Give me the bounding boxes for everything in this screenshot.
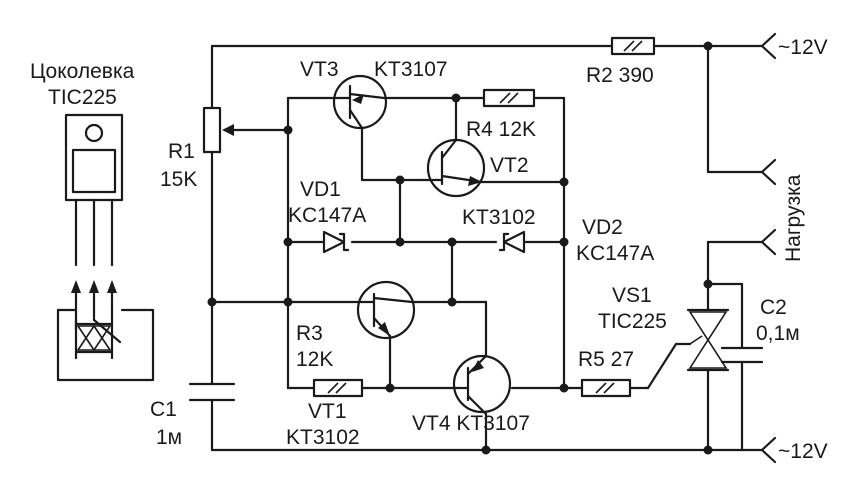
r1-ref: R1	[168, 140, 195, 163]
terminal-top	[760, 32, 777, 60]
terminal-top-label: ~12V	[778, 36, 828, 59]
capacitor-c1	[188, 382, 236, 402]
transistor-vt4	[450, 354, 512, 416]
vt3-type: KT3107	[374, 58, 448, 81]
pinout-title: Цоколевка	[30, 60, 135, 83]
vt2-ref: VT2	[490, 154, 529, 177]
r2-label: R2 390	[586, 64, 654, 87]
junction-dots	[207, 41, 713, 455]
c2-ref: C2	[760, 296, 787, 319]
c1-value: 1м	[156, 426, 182, 449]
load-label: Нагрузка	[782, 174, 805, 262]
resistor-r3	[312, 378, 364, 398]
r3-ref: R3	[296, 322, 323, 345]
zener-vd2	[498, 230, 526, 254]
to220-package-icon	[64, 113, 124, 267]
triac-vs1	[686, 308, 730, 372]
resistor-r4	[482, 88, 536, 108]
transistor-vt3	[332, 74, 388, 130]
c1-ref: C1	[150, 398, 177, 421]
transistor-vt1	[356, 280, 416, 340]
r3-value: 12K	[296, 348, 333, 371]
triac-symbol-icon	[56, 308, 155, 382]
vd2-ref: VD2	[582, 216, 623, 239]
c2-value: 0,1м	[756, 322, 800, 345]
vt1-type: KT3102	[286, 426, 360, 449]
pinout-inset: Цоколевка TIC225	[30, 60, 155, 382]
vs1-ref: VS1	[612, 284, 652, 307]
resistor-r2	[610, 36, 656, 56]
pin-arrows	[71, 280, 117, 332]
terminal-bottom	[760, 436, 777, 464]
vd1-type: KC147A	[288, 204, 366, 227]
vs1-type: TIC225	[598, 310, 667, 333]
transistor-vt2	[422, 138, 486, 198]
r5-label: R5 27	[578, 348, 634, 371]
resistor-r5	[580, 378, 632, 398]
capacitor-c2	[720, 346, 764, 364]
r1-value: 15K	[160, 168, 197, 191]
terminal-load-top	[760, 158, 777, 186]
component-labels: VT3 KT3107 R2 390 R4 12K VT2 KT3102 R1 1…	[150, 58, 800, 449]
terminal-load-bottom	[760, 228, 777, 256]
vt4-label: VT4 KT3107	[412, 412, 530, 435]
r4-label: R4 12K	[466, 118, 536, 141]
vt1-ref: VT1	[308, 400, 347, 423]
vd1-ref: VD1	[300, 178, 341, 201]
zener-vd1	[322, 230, 350, 254]
pinout-part: TIC225	[48, 86, 117, 109]
potentiometer-r1	[202, 106, 234, 154]
vt2-type: KT3102	[462, 206, 536, 229]
vt3-ref: VT3	[300, 58, 339, 81]
terminal-bottom-label: ~12V	[778, 440, 828, 463]
vd2-type: KC147A	[576, 242, 654, 265]
